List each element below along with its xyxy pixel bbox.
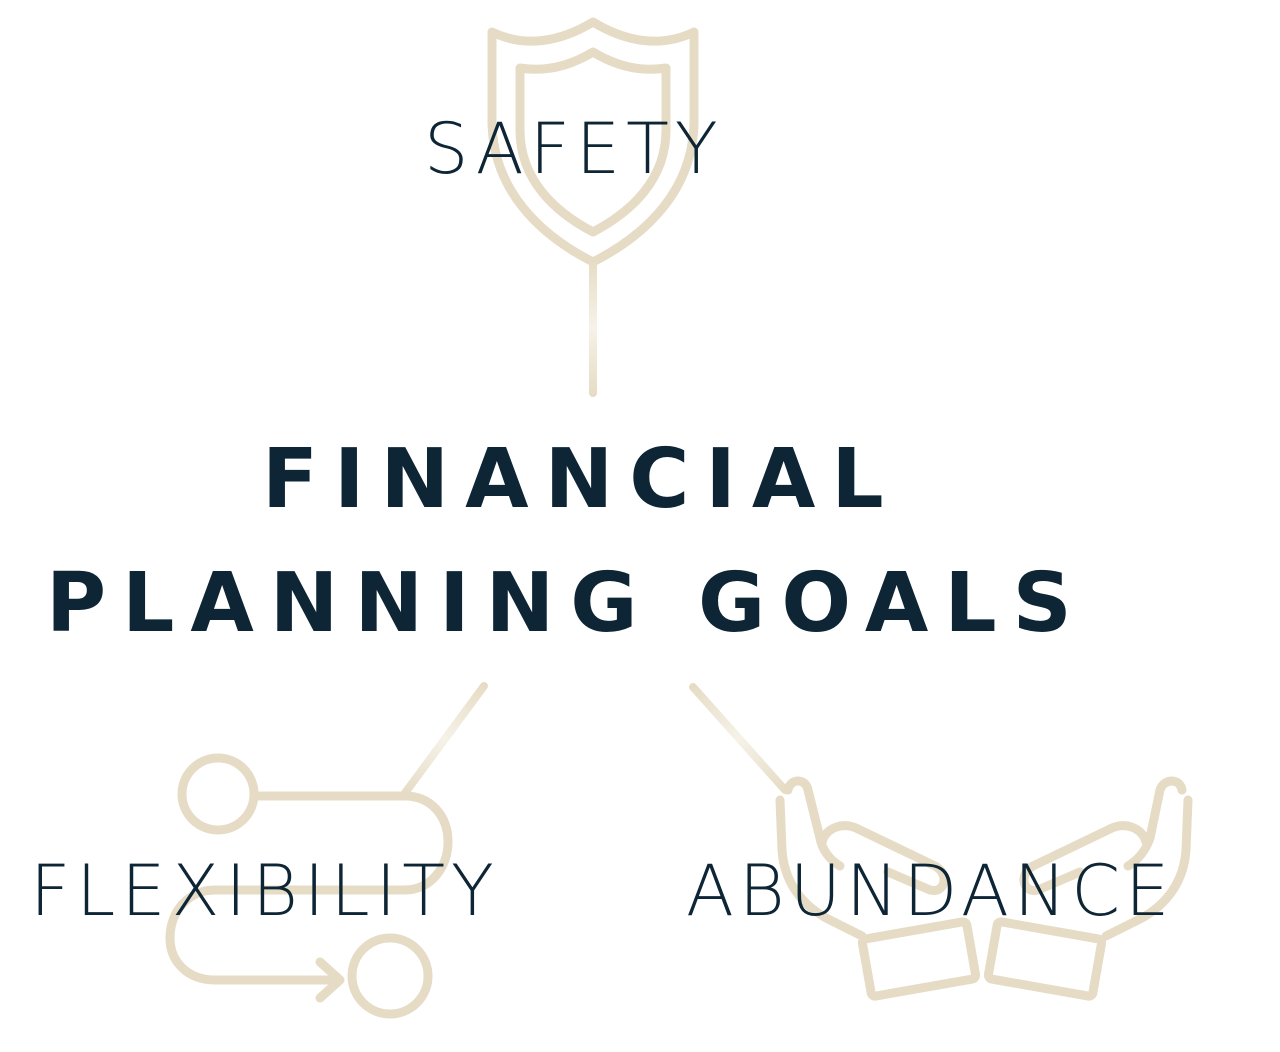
connector-left xyxy=(401,682,488,797)
flexibility-label: FLEXIBILITY xyxy=(30,850,500,932)
title-line-1: FINANCIAL xyxy=(262,432,900,527)
open-hands-icon xyxy=(775,776,1193,1001)
connector-right xyxy=(689,683,789,794)
path-flow-icon xyxy=(165,753,453,1019)
safety-label: SAFETY xyxy=(424,108,724,190)
abundance-label: ABUNDANCE xyxy=(686,850,1175,932)
title-line-2: PLANNING GOALS xyxy=(46,556,1088,651)
